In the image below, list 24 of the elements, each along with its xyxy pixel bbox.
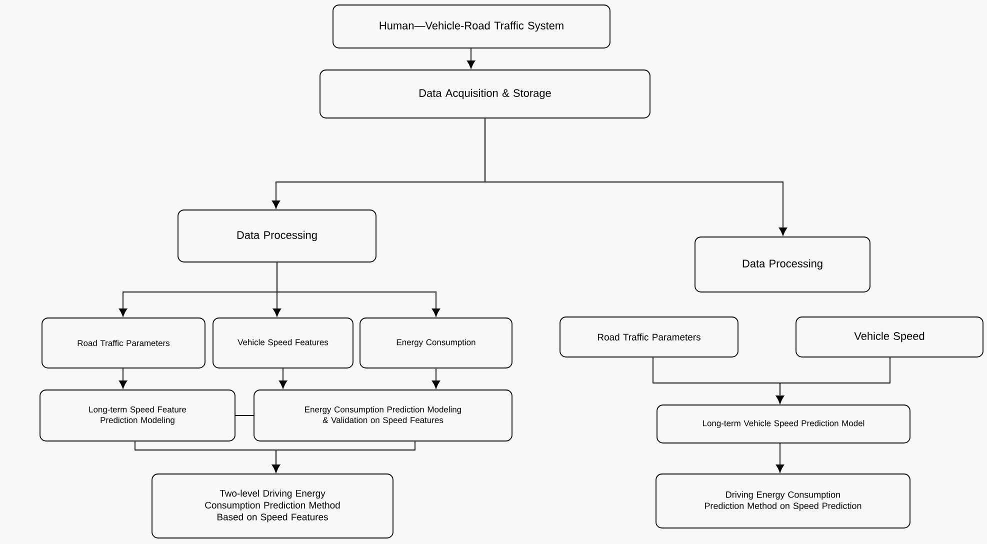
process-box: Road Traffic Parameters bbox=[560, 316, 738, 358]
arrow bbox=[272, 441, 416, 473]
process-box: Driving Energy Consumption Prediction Method on Speed Prediction bbox=[656, 474, 910, 528]
process-box: Data Processing bbox=[178, 210, 376, 262]
arrow bbox=[776, 443, 784, 473]
process-box: Vehicle Speed bbox=[796, 316, 984, 358]
process-box: Energy Consumption Prediction Modeling & Validation on Speed Features bbox=[254, 390, 512, 442]
arrow bbox=[276, 262, 440, 317]
process-box: Data Processing bbox=[694, 236, 870, 292]
process-box: Data Acquisition & Storage bbox=[320, 70, 650, 118]
connector-line bbox=[235, 415, 254, 416]
arrow bbox=[776, 357, 890, 404]
process-box: Vehicle Speed Features bbox=[212, 318, 354, 368]
arrow bbox=[432, 368, 440, 389]
arrow bbox=[278, 368, 288, 389]
arrow bbox=[484, 118, 788, 236]
process-box: Long-term Vehicle Speed Prediction Model bbox=[656, 404, 910, 444]
arrow bbox=[466, 48, 476, 69]
process-box: Energy Consumption bbox=[360, 318, 512, 368]
arrow bbox=[118, 368, 128, 389]
process-box: Human—Vehicle-Road Traffic System bbox=[332, 4, 610, 48]
process-box: Long-term Speed Feature Prediction Modeling bbox=[40, 390, 236, 442]
process-box: Road Traffic Parameters bbox=[42, 318, 206, 368]
process-box: Two-level Driving Energy Consumption Prediction Method Based on Speed Features bbox=[152, 474, 394, 538]
